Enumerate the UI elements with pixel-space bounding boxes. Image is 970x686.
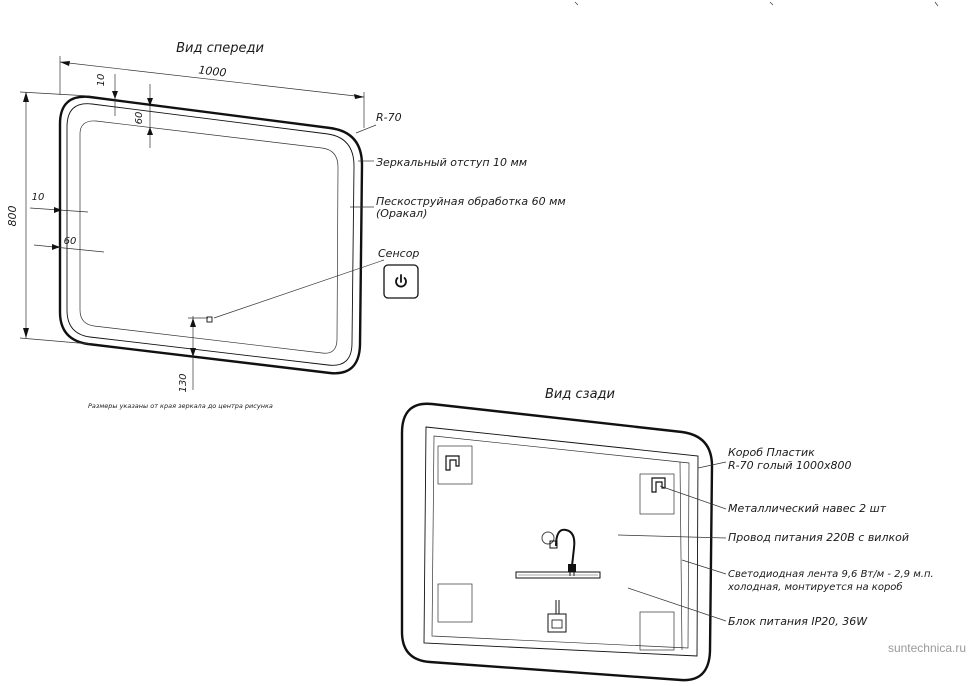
height-dim-text: 800 [6,206,19,227]
back-view: Вид сзади [400,387,934,682]
width-dim-text: 1000 [198,63,227,79]
back-outer-frame [400,402,714,682]
power-icon [395,274,407,288]
box-leader [697,461,727,469]
watermark: suntechnica.ru [888,641,966,655]
led-strip-rail [679,461,683,651]
left-offset-text: 10 [32,192,45,203]
height-arrow-top [23,92,29,102]
sensor-dim-text: 130 [178,373,189,392]
plastic-box-inner [431,435,690,649]
plastic-box [423,426,699,657]
top-sandblast-arrow-b [147,127,153,135]
sensor-button [383,264,419,299]
mount-pad-bottom-left [437,583,473,623]
sensor-mark [206,316,213,323]
mount-pad-top-right [639,473,675,515]
psu-leader [627,587,727,622]
front-view-title: Вид спереди [176,41,264,56]
cable-leader [617,534,727,539]
mirror-outer-frame [58,95,364,375]
box-callout-1: Короб Пластик [728,446,815,459]
height-ext-bottom [19,337,91,345]
power-supply-icon [547,600,567,633]
left-sandblast-dim [33,244,105,253]
height-ext-top [19,91,91,97]
hanger-icon [445,455,460,471]
offset-callout: Зеркальный отступ 10 мм [376,156,527,169]
top-offset-arrow [112,91,118,99]
back-view-title: Вид сзади [545,387,615,402]
power-cable-icon [541,528,576,576]
front-view: Вид спереди 1000 800 10 60 [6,41,566,410]
radius-leader [355,124,377,134]
height-arrow-bottom [23,328,29,338]
left-offset-arrow [54,207,62,213]
box-callout-2: R-70 голый 1000х800 [728,459,851,472]
led-leader [681,559,727,575]
led-strip [515,571,601,579]
left-sandblast-arrow [52,244,60,250]
sensor-callout: Сенсор [378,247,419,260]
sandblast-callout-2: (Оракал) [376,207,427,220]
sensor-dim-arrow-b [190,348,196,357]
hanger-callout: Металлический навес 2 шт [728,502,887,515]
led-callout-2: холодная, монтируется на короб [727,581,903,593]
hanger-leader [659,485,727,510]
top-offset-text: 10 [96,74,107,87]
mirror-edge [66,103,355,366]
mount-pad-bottom-right [639,611,675,651]
radius-label: R-70 [376,111,402,124]
width-arrow-left [60,61,70,66]
sensor-leader [213,259,385,319]
psu-callout: Блок питания IP20, 36W [728,615,868,628]
mount-pad-top-left [437,445,473,485]
dimension-note: Размеры указаны от края зеркала до центр… [88,402,273,410]
hanger-icon [651,477,666,493]
sandblast-callout-1: Пескоструйная обработка 60 мм [376,195,566,208]
top-edge-marks [574,1,939,7]
led-callout-1: Светодиодная лента 9,6 Вт/м - 2,9 м.п. [728,569,934,580]
top-sandblast-arrow-a [147,98,153,106]
width-dim-line [59,61,365,98]
top-sandblast-text: 60 [134,112,145,125]
cable-callout: Провод питания 220В с вилкой [728,531,909,544]
sensor-dim-arrow-a [190,318,196,327]
width-arrow-right [354,94,364,99]
left-sandblast-text: 60 [64,236,77,247]
sandblast-boundary [79,120,339,354]
